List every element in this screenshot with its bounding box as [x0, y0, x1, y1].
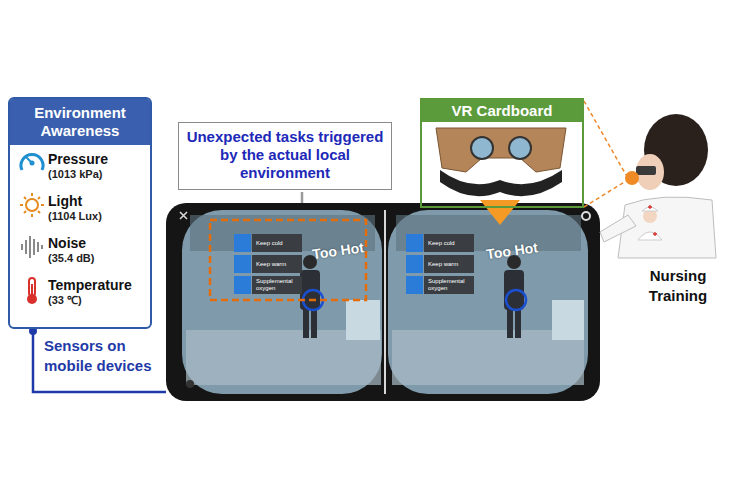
thermometer-icon: [27, 278, 37, 304]
node-title: Pressure: [48, 151, 148, 168]
role-label: Nursing Training: [636, 266, 720, 305]
noise-icon: [22, 236, 42, 258]
menu-item: Keep cold: [426, 234, 473, 252]
node-title: Temperature: [48, 277, 148, 294]
sensor-item: Pressure(1013 kPa): [48, 151, 148, 195]
node-title: VR Cardboard: [422, 100, 582, 122]
node-value: (1013 kPa): [48, 168, 148, 181]
sensor-item: Light(1104 Lux): [48, 193, 148, 237]
menu-item: Keep warm: [426, 255, 473, 273]
node-title: Noise: [48, 235, 148, 252]
pressure-icon: [21, 154, 43, 170]
sensor-item: Temperature(33 ℃): [48, 277, 148, 321]
view-leaders: [584, 101, 626, 207]
menu-item: Keep warm: [254, 255, 301, 273]
menu-item: Supplemental oxygen: [426, 276, 473, 294]
callout-box: Unexpected tasks triggered by the actual…: [178, 122, 392, 190]
node-value: (1104 Lux): [48, 210, 148, 223]
device-box: VR Cardboard: [420, 98, 584, 208]
menu-item: Keep cold: [254, 234, 301, 252]
menu-item: Supplemental oxygen: [254, 276, 301, 294]
node-title: Unexpected tasks triggered by the actual…: [185, 128, 385, 182]
cardboard-image: [436, 128, 566, 196]
sensor-item: Noise(35.4 dB): [48, 235, 148, 279]
highlight-frame: [210, 220, 366, 300]
pointer-triangle: [480, 200, 520, 225]
node-title: Light: [48, 193, 148, 210]
node-value: (35.4 dB): [48, 252, 148, 265]
sensor-panel: Environment AwarenessPressure(1013 kPa)L…: [8, 97, 152, 329]
light-icon: [20, 193, 44, 217]
node-title: Environment Awareness: [10, 99, 150, 145]
nurse-figure: [600, 114, 716, 258]
phone-illustration: [166, 203, 600, 401]
sensor-caption: Sensors on mobile devices: [44, 336, 168, 377]
node-value: (33 ℃): [48, 294, 148, 307]
